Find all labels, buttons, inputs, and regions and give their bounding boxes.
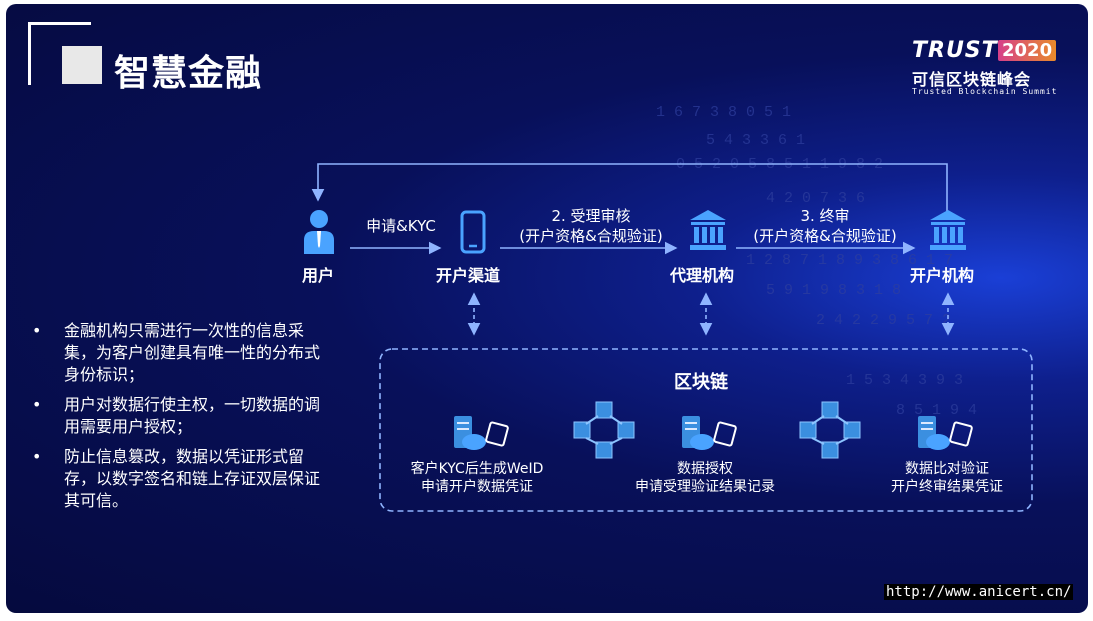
bullet-item: 用户对数据行使主权，一切数据的调用需要用户授权；	[30, 394, 330, 438]
blockchain-box	[379, 348, 1033, 512]
bullet-item: 金融机构只需进行一次性的信息采集，为客户创建具有唯一性的分布式身份标识；	[30, 320, 330, 386]
arrow-label-1: 申请&KYC	[366, 217, 436, 235]
chain-caption-3a: 数据比对验证	[905, 461, 989, 477]
svg-text:5 9 1 9 8 3 1 8: 5 9 1 9 8 3 1 8	[766, 282, 901, 299]
brand-year: 2020	[998, 40, 1057, 61]
title-frame-decoration	[28, 22, 91, 85]
bullet-item: 防止信息篡改，数据以凭证形式留存，以数字签名和链上存证双层保证其可信。	[30, 446, 330, 512]
blockchain-cubes-icon	[799, 401, 861, 459]
node-label-channel: 开户渠道	[436, 266, 501, 285]
node-label-agency: 代理机构	[670, 266, 735, 285]
svg-text:8 5 1 9 4: 8 5 1 9 4	[896, 402, 977, 414]
node-label-institution: 开户机构	[910, 266, 975, 285]
svg-text:1 6 7 3 8 0 5 1: 1 6 7 3 8 0 5 1	[656, 104, 791, 121]
server-cloud-icon	[918, 416, 973, 450]
svg-text:5 4 3 3 6 1: 5 4 3 3 6 1	[706, 132, 805, 149]
bank-icon	[930, 210, 966, 250]
blockchain-title: 区块链	[674, 372, 728, 393]
arrow-label-3a: 3. 终审	[800, 207, 850, 225]
svg-text:1 5 3 4 3 9 3: 1 5 3 4 3 9 3	[846, 372, 963, 389]
chain-caption-1b: 申请开户数据凭证	[421, 479, 533, 495]
background-digits: 1 6 7 3 8 0 5 1 5 4 3 3 6 1 0 5 2 0 5 8 …	[656, 104, 977, 414]
arrow-label-3b: (开户资格&合规验证)	[753, 227, 897, 245]
page-title: 智慧金融	[114, 53, 263, 94]
title-square-decoration	[62, 46, 102, 84]
chain-caption-3b: 开户终审结果凭证	[891, 479, 1003, 495]
flow-arrows	[311, 163, 1033, 512]
arrow-label-2a: 2. 受理审核	[551, 207, 631, 225]
node-label-user: 用户	[302, 266, 335, 285]
brand-cn: 可信区块链峰会	[912, 70, 1032, 89]
slide: 1 6 7 3 8 0 5 1 5 4 3 3 6 1 0 5 2 0 5 8 …	[6, 4, 1088, 613]
chain-caption-2b: 申请受理验证结果记录	[635, 479, 775, 495]
return-arrow	[311, 163, 948, 212]
svg-text:1 2 8 7 1 8 9 3 8 6 1 7: 1 2 8 7 1 8 9 3 8 6 1 7	[746, 252, 953, 269]
server-cloud-icon	[454, 416, 509, 450]
chain-caption-1a: 客户KYC后生成WeID	[410, 461, 544, 477]
svg-text:2 4 2 2 9 5 7 2: 2 4 2 2 9 5 7 2	[816, 312, 951, 329]
phone-icon	[460, 210, 486, 254]
brand-trust: TRUST	[912, 38, 998, 63]
svg-text:4 2 0 7 3 6: 4 2 0 7 3 6	[766, 190, 865, 207]
user-icon	[304, 210, 334, 254]
footer-url: http://www.anicert.cn/	[884, 584, 1074, 600]
arrow-label-2b: (开户资格&合规验证)	[519, 227, 663, 245]
brand-en: Trusted Blockchain Summit	[912, 87, 1058, 96]
bank-icon	[690, 210, 726, 250]
server-cloud-icon	[682, 416, 737, 450]
bullet-list: 金融机构只需进行一次性的信息采集，为客户创建具有唯一性的分布式身份标识； 用户对…	[30, 320, 330, 520]
blockchain-cubes-icon	[573, 401, 635, 459]
chain-caption-2a: 数据授权	[677, 461, 733, 477]
